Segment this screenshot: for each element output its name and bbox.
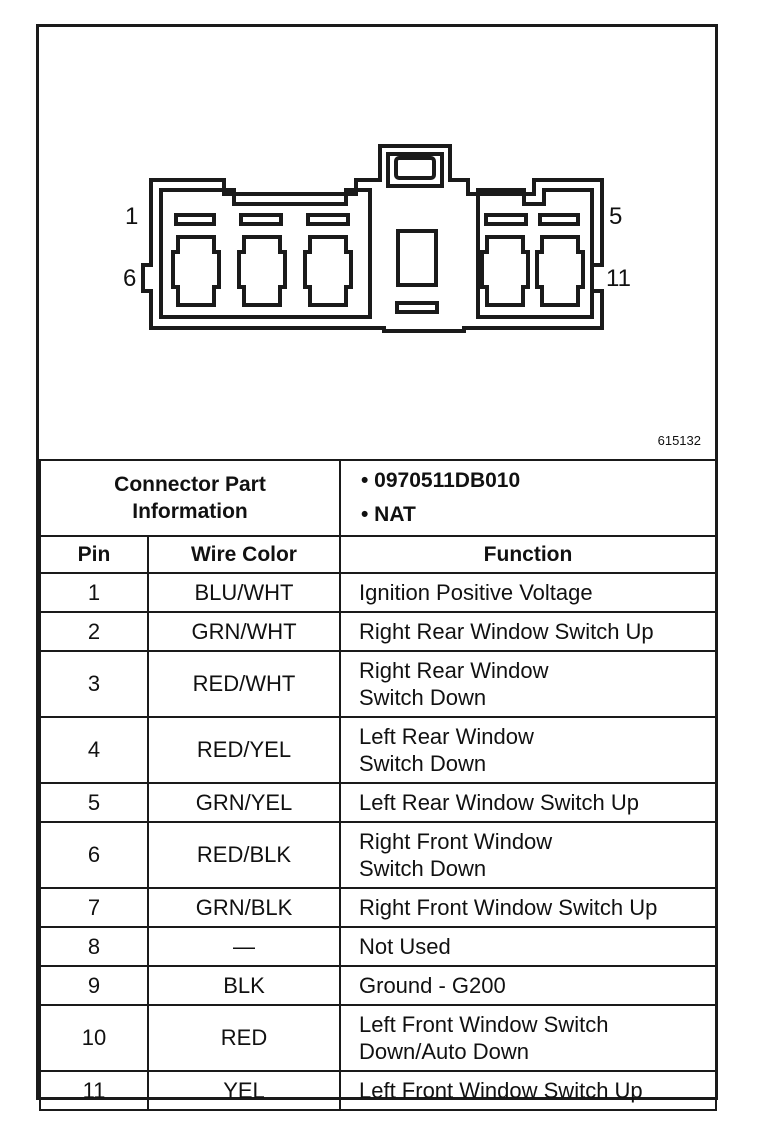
connector-info-list: • 0970511DB010 • NAT	[339, 459, 717, 537]
connector-info-title: Connector Part Information	[39, 459, 341, 537]
function-line: Right Front Window	[359, 829, 553, 854]
terminal-6	[171, 235, 221, 307]
connector-drawing	[141, 144, 604, 333]
wire-color-cell: YEL	[147, 1070, 341, 1111]
function-line: Switch Down	[359, 751, 487, 776]
terminal-7	[237, 235, 287, 307]
header-function: Function	[339, 535, 717, 574]
slot-1	[174, 213, 216, 226]
header-wire-color: Wire Color	[147, 535, 341, 574]
wire-color-cell: GRN/BLK	[147, 887, 341, 928]
function-cell: Not Used	[339, 926, 717, 967]
connector-inner-outline-right	[476, 188, 594, 319]
connector-outline	[141, 144, 604, 333]
wire-color-cell: GRN/WHT	[147, 611, 341, 652]
connector-part-number: • 0970511DB010	[361, 469, 521, 492]
pin-cell: 7	[39, 887, 149, 928]
function-line: Not Used	[359, 934, 451, 959]
function-line: Left Rear Window	[359, 724, 534, 749]
function-line: Right Rear Window Switch Up	[359, 619, 654, 644]
connector-face-figure: 1 6 5 11 615132	[39, 27, 715, 459]
function-line: Down/Auto Down	[359, 1039, 529, 1064]
connector-sheet: 1 6 5 11 615132 Connector Part Informati…	[36, 24, 718, 1111]
function-line: Left Front Window Switch	[359, 1012, 609, 1037]
wire-color-cell: BLU/WHT	[147, 572, 341, 613]
function-line: Switch Down	[359, 856, 487, 881]
pin-cell: 8	[39, 926, 149, 967]
latch-inner	[394, 156, 436, 180]
function-line: Left Front Window Switch Up	[359, 1078, 643, 1103]
wire-color-cell: —	[147, 926, 341, 967]
function-line: Switch Down	[359, 685, 487, 710]
table-row: 8— Not Used	[39, 926, 717, 967]
function-cell: Right Front Window Switch Up	[339, 887, 717, 928]
function-cell: Left Rear Window Switch Up	[339, 782, 717, 823]
pin-cell: 9	[39, 965, 149, 1006]
function-cell: Left Front Window Switch Up	[339, 1070, 717, 1111]
wire-color-cell: RED/WHT	[147, 650, 341, 718]
function-line: Ignition Positive Voltage	[359, 580, 593, 605]
function-line: Left Rear Window Switch Up	[359, 790, 639, 815]
terminal-11	[535, 235, 585, 307]
pin-cell: 6	[39, 821, 149, 889]
slot-2	[239, 213, 283, 226]
pin-label-11: 11	[606, 265, 631, 292]
pin-cell: 10	[39, 1004, 149, 1072]
function-cell: Ground - G200	[339, 965, 717, 1006]
pin-label-6: 6	[123, 265, 137, 292]
function-line: Right Front Window Switch Up	[359, 895, 658, 920]
terminal-8	[303, 235, 353, 307]
wire-color-cell: RED	[147, 1004, 341, 1072]
pin-cell: 11	[39, 1070, 149, 1111]
pin-label-5: 5	[609, 203, 623, 230]
wire-color-cell: BLK	[147, 965, 341, 1006]
function-line: Ground - G200	[359, 973, 506, 998]
function-cell: Right Rear Window Switch Up	[339, 611, 717, 652]
pin-cell: 1	[39, 572, 149, 613]
connector-info-row: Connector Part Information • 0970511DB01…	[39, 459, 717, 537]
pin-cell: 3	[39, 650, 149, 718]
slot-4	[484, 213, 528, 226]
connector-info-title-line1: Connector Part	[114, 473, 266, 496]
pin-cell: 2	[39, 611, 149, 652]
pin-label-1: 1	[125, 203, 139, 230]
pin-cell: 5	[39, 782, 149, 823]
slot-3	[306, 213, 350, 226]
terminal-9	[396, 229, 438, 287]
function-line: Right Rear Window	[359, 658, 549, 683]
pin-cell: 4	[39, 716, 149, 784]
latch-outer	[386, 152, 444, 188]
terminal-10	[480, 235, 530, 307]
connector-inner-outline	[159, 188, 372, 319]
connector-color: • NAT	[361, 503, 416, 526]
slot-bottom-center	[395, 301, 439, 314]
function-cell: Ignition Positive Voltage	[339, 572, 717, 613]
wire-color-cell: GRN/YEL	[147, 782, 341, 823]
figure-id: 615132	[657, 433, 701, 448]
header-pin: Pin	[39, 535, 149, 574]
pinout-table: Connector Part Information • 0970511DB01…	[39, 459, 717, 1111]
wire-color-cell: RED/YEL	[147, 716, 341, 784]
table-header-row: Pin Wire Color Function	[39, 535, 717, 574]
slot-5	[538, 213, 580, 226]
connector-info-title-line2: Information	[132, 500, 248, 523]
wire-color-cell: RED/BLK	[147, 821, 341, 889]
